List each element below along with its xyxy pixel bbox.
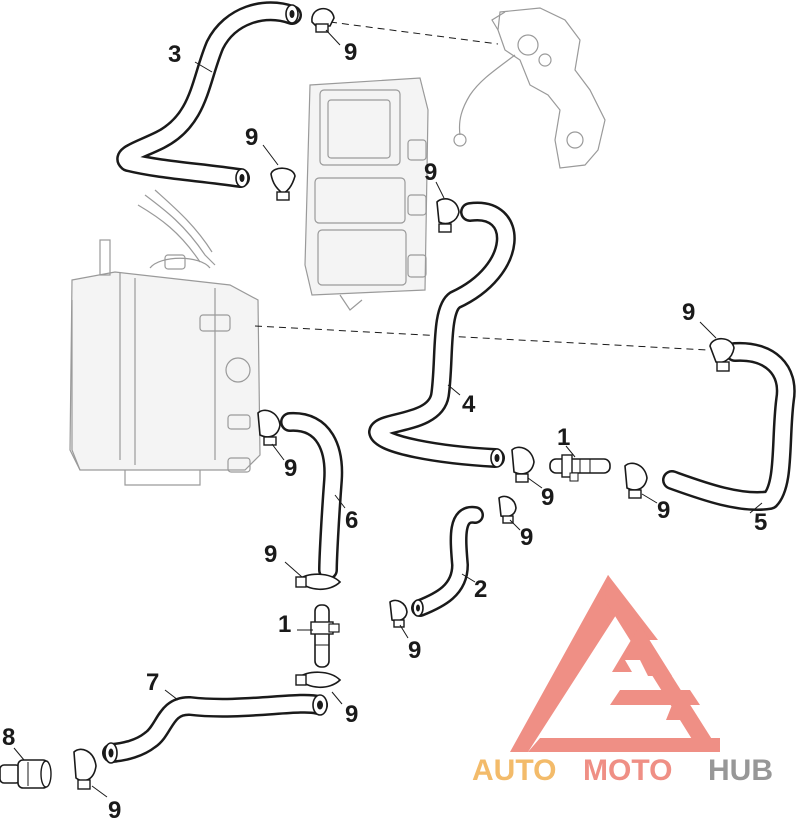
hose-2 [411,505,484,617]
clamp-f [511,446,535,483]
callout-2: 2 [474,576,487,603]
connector-1-top [549,454,611,482]
callout-1-bottom: 1 [278,611,291,638]
watermark-hub: HUB [708,754,773,787]
ecu-module-ghost [304,77,429,311]
callout-9-h: 9 [520,524,533,551]
routing-line-top [329,21,499,45]
callout-1-top: 1 [557,424,570,451]
clamp-g [624,462,648,499]
callout-9-a: 9 [344,39,357,66]
clamp-i [295,573,342,591]
callout-9-i: 9 [264,541,277,568]
wiring-ghost [137,189,216,266]
callout-9-k: 9 [345,701,358,728]
watermark-emblem [510,575,720,752]
hose-5 [662,341,796,511]
hose-3 [116,1,302,188]
callout-7: 7 [146,669,159,696]
routing-line-middle [254,325,709,351]
clamp-b [270,167,296,201]
watermark-auto: AUTO [472,754,556,787]
watermark-moto: MOTO [583,754,672,787]
hose-6 [280,412,344,580]
callout-9-j: 9 [408,637,421,664]
clamp-c [436,198,460,233]
clamp-l [73,748,97,790]
hose-7 [102,693,328,764]
callout-9-c: 9 [424,159,437,186]
callout-9-g: 9 [657,497,670,524]
watermark-logo: AUTO MOTO HUB [472,575,773,787]
callout-4: 4 [462,391,476,418]
clamp-a [311,7,335,33]
clamp-e [257,409,281,446]
leader-lines [13,29,763,798]
clamp-j [389,599,408,628]
clamp-h [498,495,517,524]
callout-9-f: 9 [541,484,554,511]
vapor-separator-ghost [69,239,261,486]
engine-bracket-ghost [453,7,606,169]
callout-9-l: 9 [108,797,121,824]
callout-3: 3 [168,41,181,68]
callout-6: 6 [345,507,358,534]
callout-9-e: 9 [284,455,297,482]
callout-8: 8 [2,724,15,751]
connector-1-bottom [310,604,340,668]
clamp-k [295,671,342,689]
hose-4 [368,201,516,468]
clamp-d [709,337,735,372]
connector-8 [0,759,52,789]
callout-5: 5 [754,509,767,536]
callout-9-d: 9 [682,299,695,326]
callout-9-b: 9 [245,124,258,151]
